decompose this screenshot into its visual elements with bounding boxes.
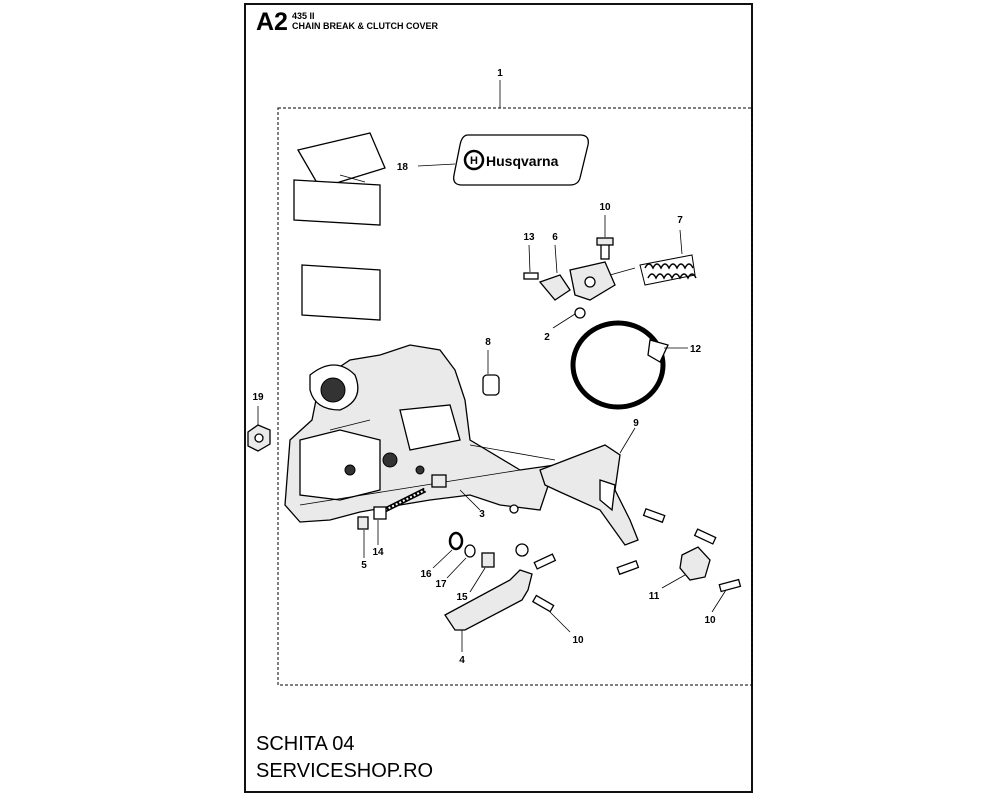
callout-10-bottom: 10 — [572, 635, 584, 646]
assembly-boundary — [277, 107, 753, 686]
callout-5: 5 — [361, 560, 367, 571]
callout-12: 12 — [690, 344, 702, 355]
adjuster-parts — [357, 474, 495, 593]
footer-schita: SCHITA 04 — [256, 733, 355, 755]
callout-14: 14 — [372, 547, 384, 558]
decal-sheets — [293, 132, 386, 321]
svg-text:H: H — [470, 155, 478, 167]
callout-1: 1 — [497, 68, 503, 79]
bracket-9 — [539, 427, 639, 546]
nut-19 — [247, 406, 271, 452]
clutch-cover-housing — [284, 344, 556, 523]
callout-11: 11 — [649, 591, 660, 602]
callout-19: 19 — [252, 392, 264, 403]
drawing-sheet-frame — [244, 3, 753, 793]
callout-13: 13 — [523, 232, 535, 243]
callout-7: 7 — [677, 215, 683, 226]
callout-17: 17 — [435, 579, 447, 590]
handle-4 — [444, 543, 533, 652]
diagram-title: CHAIN BREAK & CLUTCH COVER — [292, 21, 438, 31]
diagram-code: A2 — [256, 8, 288, 36]
model-label: 435 II — [292, 11, 315, 21]
brake-band-12 — [570, 320, 688, 410]
callout-4: 4 — [459, 655, 465, 666]
crown-h-icon — [463, 149, 485, 171]
footer-shop: SERVICESHOP.RO — [256, 760, 434, 782]
callout-8: 8 — [485, 337, 491, 348]
husqvarna-logo-decal: H — [453, 134, 589, 186]
callout-10-top: 10 — [599, 202, 611, 213]
callout-10-right: 10 — [704, 615, 716, 626]
callout-9: 9 — [633, 418, 639, 429]
sleeve-8 — [482, 350, 500, 396]
callout-6: 6 — [552, 232, 558, 243]
callout-18: 18 — [397, 162, 409, 173]
block-11 — [661, 546, 711, 589]
callout-15: 15 — [456, 592, 468, 603]
callout-2: 2 — [544, 332, 550, 343]
logo-text: Husqvarna — [486, 153, 559, 169]
screws-10 — [531, 507, 742, 633]
brake-lever-mechanism — [523, 215, 636, 329]
callout-3: 3 — [479, 509, 485, 520]
spring-7 — [639, 229, 697, 286]
callout-16: 16 — [420, 569, 432, 580]
